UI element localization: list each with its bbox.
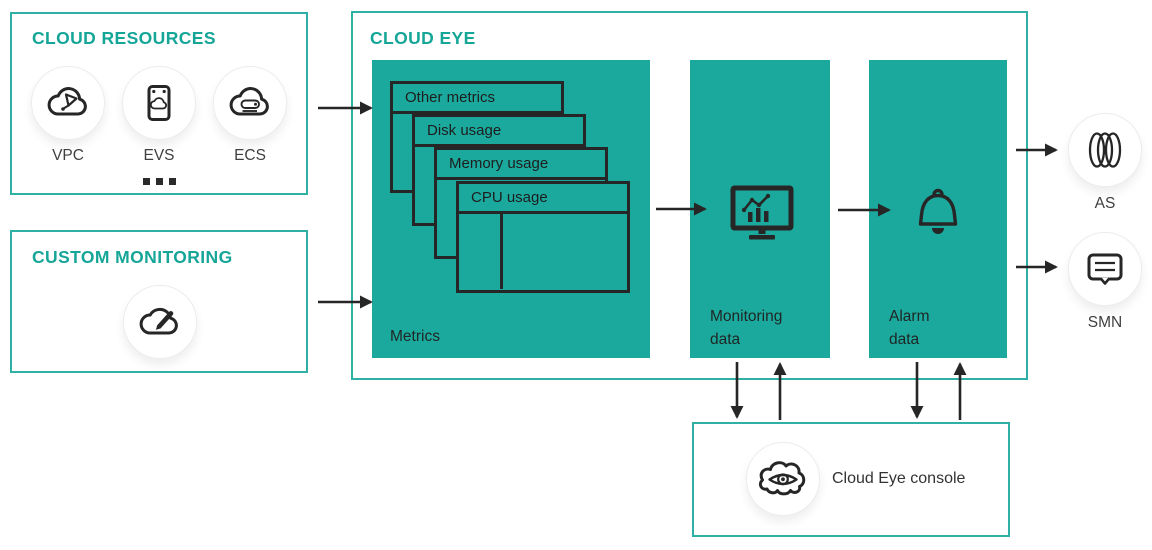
vpc-label: VPC — [52, 147, 84, 164]
cloud-eye-icon — [758, 461, 806, 496]
metric-card-cpu: CPU usage — [456, 181, 630, 293]
cloud-edit-icon — [139, 307, 178, 335]
metric-card-memory-label: Memory usage — [437, 150, 605, 180]
cloud-eye-console-box — [692, 422, 1010, 537]
alarm-data-label: Alarm data — [889, 308, 930, 348]
bell-icon — [918, 188, 958, 234]
metric-card-other-label: Other metrics — [393, 84, 561, 114]
vpc-cloud-icon — [47, 87, 87, 116]
metric-card-cpu-body — [459, 214, 627, 289]
ecs-node — [213, 66, 287, 140]
as-node — [1068, 113, 1142, 187]
alarm-data-panel — [869, 60, 1007, 358]
message-bubble-icon — [1087, 253, 1123, 285]
cloud-resources-title: CLOUD RESOURCES — [32, 28, 216, 48]
more-dots-icon — [143, 178, 176, 185]
auto-scaling-waves-icon — [1088, 132, 1122, 168]
cloud-eye-console-label: Cloud Eye console — [832, 470, 966, 487]
custom-monitoring-title: CUSTOM MONITORING — [32, 247, 233, 267]
vpc-node — [31, 66, 105, 140]
ecs-label: ECS — [234, 147, 266, 164]
monitor-chart-icon — [730, 185, 794, 240]
metrics-panel-label: Metrics — [390, 328, 440, 345]
custom-monitoring-node — [123, 285, 197, 359]
evs-disk-icon — [147, 85, 171, 121]
monitoring-data-label: Monitoring data — [710, 308, 783, 348]
cloud-eye-title: CLOUD EYE — [370, 28, 476, 48]
evs-node — [122, 66, 196, 140]
cloud-eye-console-node — [746, 442, 820, 516]
evs-label: EVS — [143, 147, 175, 164]
as-label: AS — [1094, 195, 1116, 212]
smn-label: SMN — [1087, 314, 1123, 331]
smn-node — [1068, 232, 1142, 306]
metric-card-cpu-label: CPU usage — [459, 184, 627, 214]
metric-card-disk-label: Disk usage — [415, 117, 583, 147]
ecs-cloud-server-icon — [229, 87, 269, 116]
